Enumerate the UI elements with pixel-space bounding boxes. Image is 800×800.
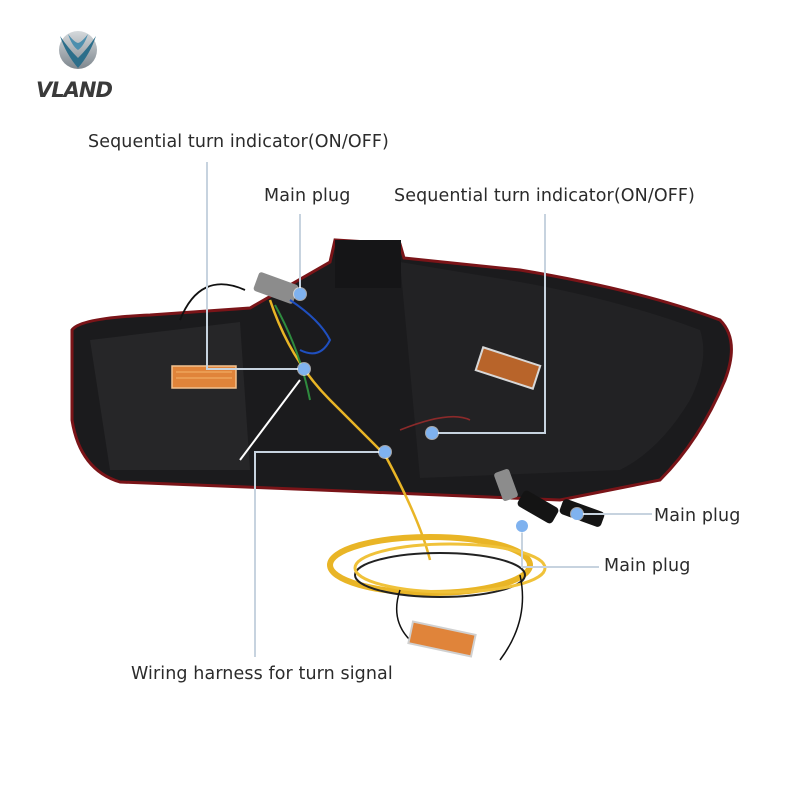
pointer-line-seq-right-h (434, 432, 546, 434)
pointer-line-wiring-harness (254, 452, 256, 657)
pointer-dot-seq-right (426, 427, 438, 439)
pointer-line-seq-left (206, 162, 208, 370)
pointer-line-main-plug-r2 (521, 530, 523, 568)
pointer-dot-wiring-harness (379, 446, 391, 458)
label-seq-indicator-left: Sequential turn indicator(ON/OFF) (88, 132, 389, 152)
brand-wordmark: VLAND (36, 78, 113, 102)
label-main-plug-right-1: Main plug (654, 506, 741, 526)
pointer-line-main-plug-r1 (582, 513, 652, 515)
label-wiring-harness: Wiring harness for turn signal (131, 664, 393, 684)
pointer-line-wiring-harness-h (254, 451, 384, 453)
pointer-line-main-plug-top (299, 214, 301, 292)
pointer-dot-main-plug-top (294, 288, 306, 300)
label-main-plug-right-2: Main plug (604, 556, 691, 576)
pointer-line-main-plug-r2-h (521, 566, 599, 568)
pointer-dot-main-plug-r2 (516, 520, 528, 532)
pointer-line-seq-left-h (206, 368, 306, 370)
vland-logo-icon (59, 31, 97, 69)
label-main-plug-top: Main plug (264, 186, 351, 206)
pointer-line-seq-right (544, 214, 546, 434)
label-seq-indicator-right: Sequential turn indicator(ON/OFF) (394, 186, 695, 206)
pointer-dot-seq-left (298, 363, 310, 375)
pointer-dot-main-plug-r1 (571, 508, 583, 520)
